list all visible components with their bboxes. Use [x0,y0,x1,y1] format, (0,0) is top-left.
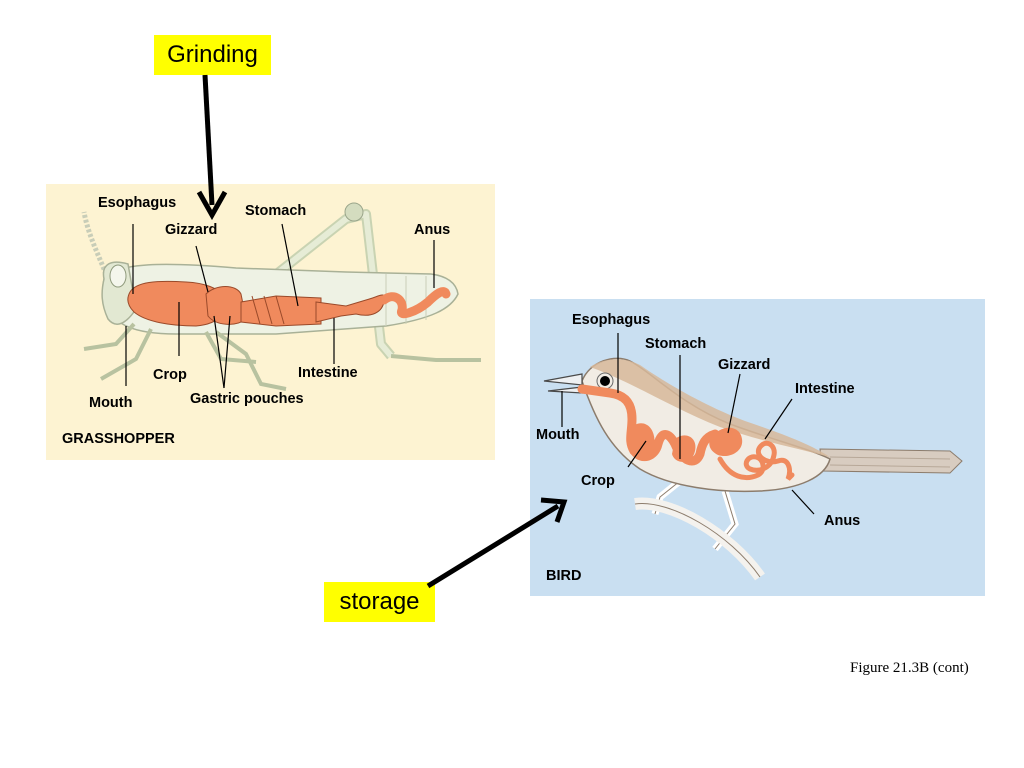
grasshopper-label-crop: Crop [153,367,187,383]
bird-label-stomach: Stomach [645,336,707,352]
storage-arrow [426,503,560,589]
storage-callout: storage [324,582,435,622]
grasshopper-label-anus: Anus [414,222,451,238]
grinding-callout-text: Grinding [167,41,258,68]
bird-label-anus: Anus [824,513,861,529]
bird-label-crop: Crop [581,473,615,489]
grasshopper-label-gastric-pouches: Gastric pouches [190,391,304,407]
grasshopper-label-stomach: Stomach [245,203,307,219]
bird-label-gizzard: Gizzard [718,357,771,373]
figure-caption: Figure 21.3B (cont) [850,660,969,676]
grasshopper-label-mouth: Mouth [89,395,133,411]
bird-label-intestine: Intestine [795,381,855,397]
grasshopper-label-intestine: Intestine [298,365,358,381]
storage-callout-text: storage [339,588,420,615]
grasshopper-panel: Esophagus Gizzard Stomach Anus Crop Inte… [46,184,495,460]
grinding-arrowhead [196,190,228,221]
grasshopper-label-esophagus: Esophagus [98,195,177,211]
bird-label-esophagus: Esophagus [572,312,651,328]
grinding-callout: Grinding [154,35,271,75]
storage-arrowhead [540,497,568,523]
grasshopper-title: GRASSHOPPER [62,431,175,447]
bird-title: BIRD [546,568,582,584]
grasshopper-illustration [81,202,481,391]
grasshopper-label-gizzard: Gizzard [165,222,218,238]
bird-illustration [543,333,963,581]
bird-label-mouth: Mouth [536,427,580,443]
grinding-arrow [202,74,215,206]
bird-panel: Esophagus Stomach Gizzard Intestine Mout… [530,299,985,596]
